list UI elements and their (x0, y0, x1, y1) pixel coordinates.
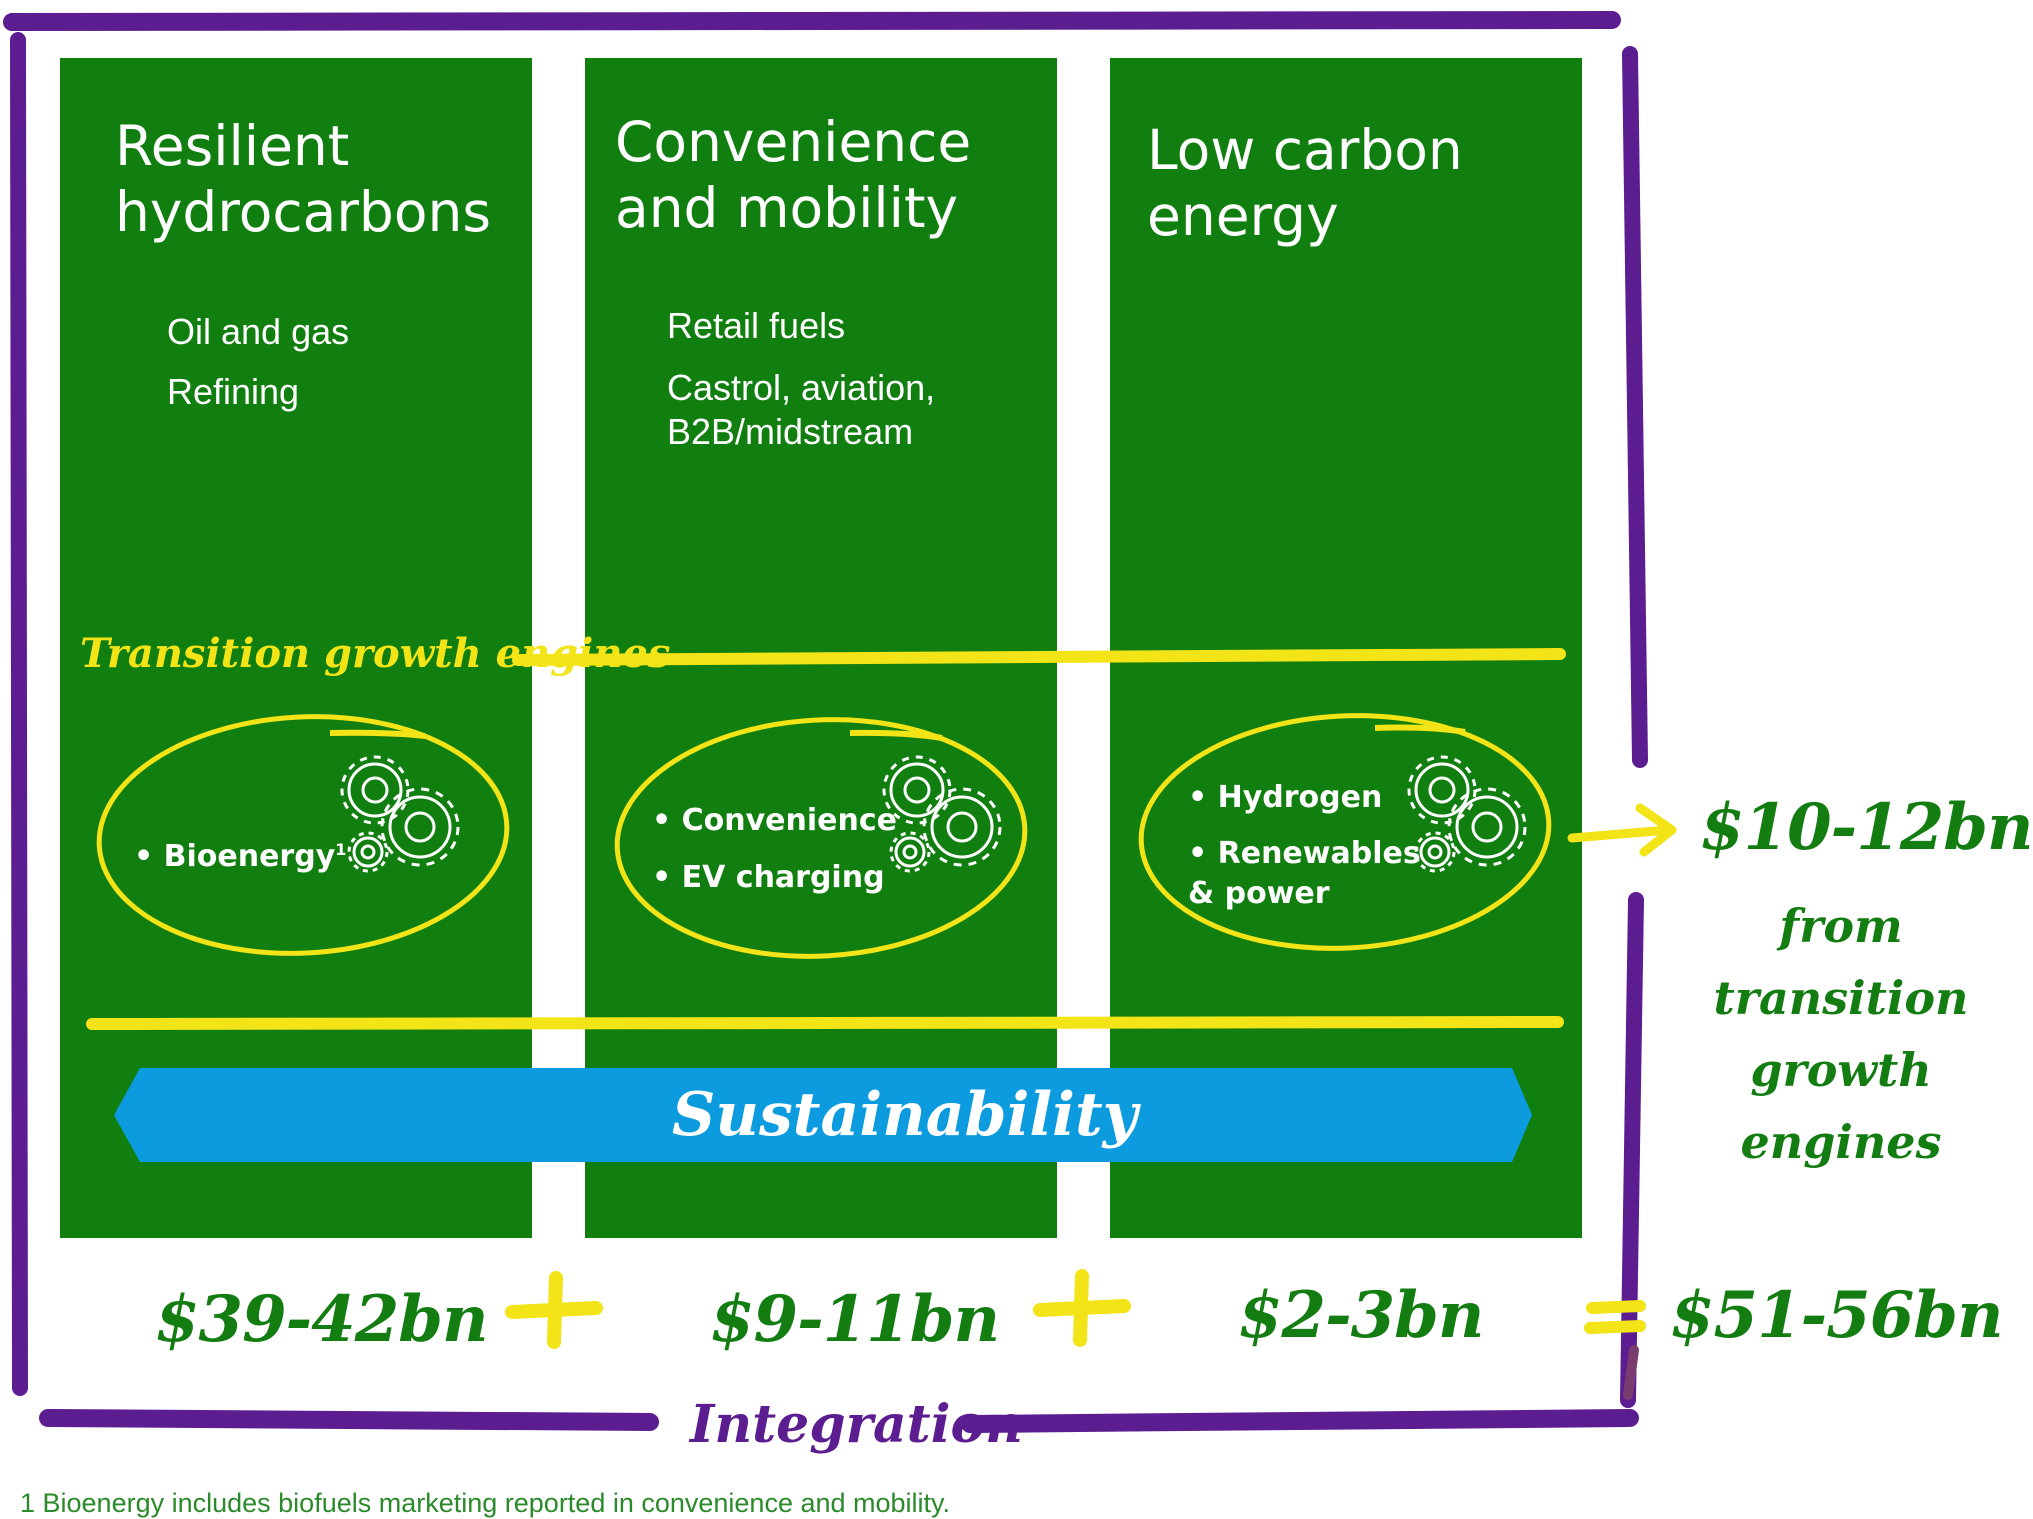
engine-item: • Bioenergy1 (134, 839, 347, 874)
engine-label: Convenience (681, 803, 897, 838)
column-title: Resilient hydrocarbons (115, 114, 492, 244)
gears-icon (1407, 755, 1527, 873)
engine-label: Renewables & power (1188, 836, 1421, 911)
engine-label: Bioenergy (163, 839, 336, 874)
gears-icon (882, 755, 1002, 873)
engine-item: • Convenience (652, 803, 897, 838)
transition-value: $10-12bn (1700, 790, 2033, 865)
engine-oval (614, 717, 1028, 959)
total-value: $51-56bn (1670, 1278, 2003, 1353)
engine-oval (1138, 713, 1552, 951)
transition-label: Transition growth engines (80, 630, 671, 677)
business-item: Refining (167, 371, 300, 412)
engine-item: • Hydrogen (1188, 780, 1383, 815)
integration-frame (3, 11, 1648, 1433)
column-title: Low carbon energy (1147, 118, 1463, 248)
transition-stroke (86, 648, 1566, 1030)
engine-label: Hydrogen (1217, 780, 1383, 815)
column-convenience-mobility (585, 58, 1057, 1238)
equals-sign (1584, 1300, 1646, 1334)
integration-label: Integration (690, 1394, 1023, 1455)
value-resilient-hydrocarbons: $39-42bn (155, 1282, 488, 1357)
column-resilient-hydrocarbons (60, 58, 532, 1238)
footnote: 1 Bioenergy includes biofuels marketing … (20, 1488, 951, 1518)
business-item: Retail fuels (667, 305, 846, 346)
footnote-mark: 1 (335, 840, 347, 859)
plus-sign (1033, 1269, 1131, 1347)
value-low-carbon-energy: $2-3bn (1238, 1278, 1484, 1353)
engine-oval (96, 714, 510, 956)
engine-item: • EV charging (652, 860, 885, 895)
business-item: Castrol, aviation, B2B/midstream (667, 367, 936, 452)
value-convenience-mobility: $9-11bn (710, 1282, 1000, 1357)
transition-caption: from transition growth engines (1713, 899, 1969, 1169)
column-title: Convenience and mobility (615, 110, 972, 240)
arrow-right-icon (1567, 803, 1677, 857)
column-low-carbon-energy (1110, 58, 1582, 1238)
engine-label: EV charging (681, 860, 885, 895)
engine-item: • Renewables & power (1188, 836, 1421, 911)
bracket-mark (1623, 1345, 1639, 1400)
plus-sign (505, 1271, 603, 1349)
engine-ovals (96, 713, 1552, 959)
gears-icon (340, 755, 460, 873)
sustainability-label: Sustainability (672, 1080, 1138, 1150)
business-item: Oil and gas (167, 311, 350, 352)
sustainability-banner (114, 1068, 1532, 1162)
